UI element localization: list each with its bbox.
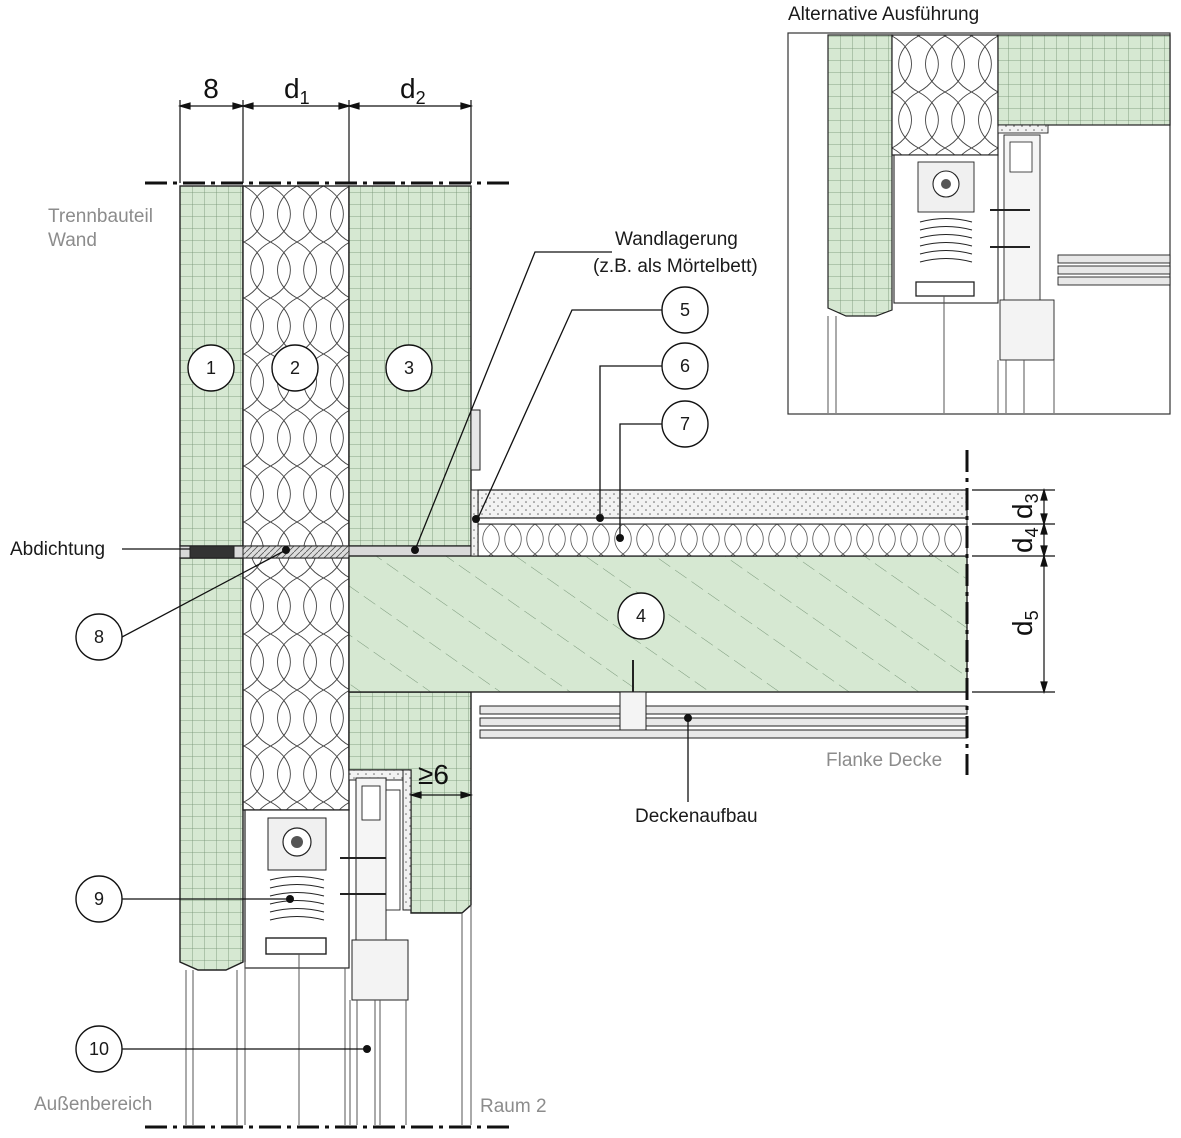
callout-2 bbox=[271, 344, 319, 392]
callout-9 bbox=[75, 875, 123, 923]
dim-d2: d2 bbox=[400, 73, 426, 108]
callout-10-text: 10 bbox=[89, 1039, 109, 1059]
label-deckenaufbau: Deckenaufbau bbox=[635, 806, 758, 827]
callout-3-text: 3 bbox=[404, 358, 414, 378]
label-wand: Wand bbox=[48, 230, 97, 251]
label-abdichtung: Abdichtung bbox=[10, 539, 105, 560]
callout-2-text: 2 bbox=[290, 358, 300, 378]
main-section bbox=[145, 181, 969, 1129]
dim-d1: d1 bbox=[284, 73, 310, 108]
callout-10 bbox=[75, 1025, 123, 1073]
label-raum2: Raum 2 bbox=[480, 1096, 547, 1117]
dim-d3: d3 bbox=[1007, 493, 1042, 519]
callout-9-text: 9 bbox=[94, 889, 104, 909]
callout-1-text: 1 bbox=[206, 358, 216, 378]
dim-d5: d5 bbox=[1007, 610, 1042, 636]
skirting-board bbox=[470, 409, 481, 471]
callout-6 bbox=[661, 342, 709, 390]
roller-shutter-box bbox=[244, 809, 350, 969]
dim-8: 8 bbox=[203, 73, 219, 104]
callout-1 bbox=[187, 344, 235, 392]
window-frame bbox=[340, 769, 412, 1001]
callout-4-text: 4 bbox=[636, 606, 646, 626]
top-dimensions bbox=[177, 100, 474, 183]
suspended-ceiling bbox=[479, 660, 968, 739]
callouts bbox=[75, 286, 709, 1073]
abdichtung-seal bbox=[189, 545, 235, 559]
callout-8 bbox=[75, 613, 123, 661]
callout-6-text: 6 bbox=[680, 356, 690, 376]
gap-dimension bbox=[408, 791, 474, 799]
callout-8-text: 8 bbox=[94, 627, 104, 647]
callout-7 bbox=[661, 400, 709, 448]
lower-lines bbox=[185, 905, 472, 1125]
label-trennbauteil: Trennbauteil bbox=[48, 206, 153, 227]
label-wandlagerung-note: (z.B. als Mörtelbett) bbox=[593, 256, 758, 277]
screed bbox=[477, 489, 968, 519]
mortar-bed bbox=[242, 545, 350, 559]
dim-d4: d4 bbox=[1007, 527, 1042, 553]
leader-lines bbox=[121, 251, 689, 1050]
dim-gap: ≥6 bbox=[418, 759, 449, 790]
alternative-detail-inset bbox=[787, 32, 1171, 415]
edge-strip-5 bbox=[470, 489, 479, 557]
callout-5 bbox=[661, 286, 709, 334]
layer-1-lower bbox=[179, 557, 244, 971]
separation-layer-6 bbox=[477, 517, 968, 525]
impact-insulation-7 bbox=[477, 523, 968, 557]
label-wandlagerung: Wandlagerung bbox=[615, 229, 738, 250]
layer-2-insulation bbox=[242, 185, 350, 811]
label-flanke-decke: Flanke Decke bbox=[826, 750, 942, 771]
callout-7-text: 7 bbox=[680, 414, 690, 434]
callout-5-text: 5 bbox=[680, 300, 690, 320]
label-alternative: Alternative Ausführung bbox=[788, 4, 979, 25]
right-dimensions bbox=[972, 487, 1055, 695]
label-aussenbereich: Außenbereich bbox=[34, 1094, 152, 1115]
callout-3 bbox=[385, 344, 433, 392]
leader-dots bbox=[282, 514, 692, 1053]
callout-4 bbox=[617, 592, 665, 640]
